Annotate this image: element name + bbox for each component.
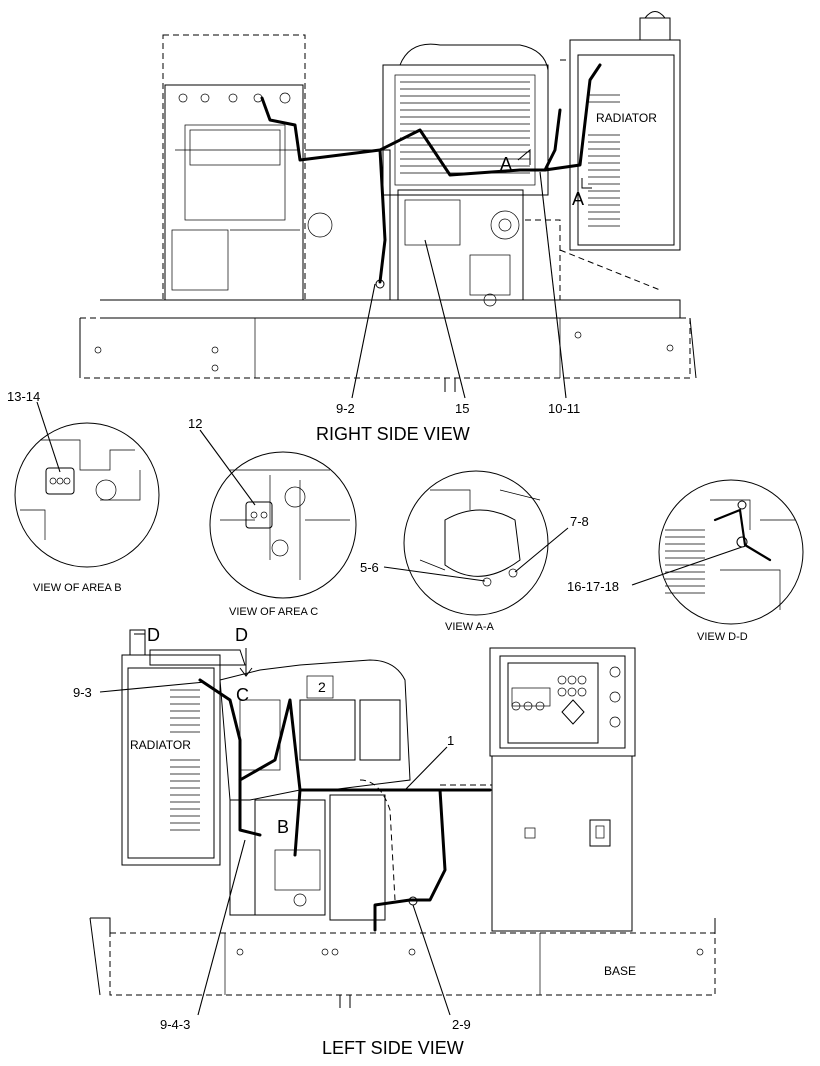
view-area-b-title: VIEW OF AREA B bbox=[33, 582, 122, 594]
leader-9-3 bbox=[99, 681, 206, 693]
callout-12: 12 bbox=[188, 416, 202, 431]
section-arrow-a bbox=[517, 148, 531, 165]
section-arrow-a-lower bbox=[581, 178, 592, 189]
radiator-grille-left bbox=[170, 689, 200, 831]
radiator-left: RADIATOR bbox=[121, 629, 246, 866]
detail-view-area-c: 12 VIEW OF AREA C bbox=[188, 416, 357, 618]
section-marker-two: 2 bbox=[318, 679, 326, 695]
base-frame-top bbox=[79, 299, 697, 392]
connector-9-2 bbox=[375, 279, 385, 289]
detail-view-d-d: 16-17-18 VIEW D-D bbox=[567, 479, 804, 643]
view-a-a-title: VIEW A-A bbox=[445, 621, 495, 633]
leader-15 bbox=[424, 239, 466, 399]
leader-9-2 bbox=[351, 283, 376, 399]
left-side-view-title: LEFT SIDE VIEW bbox=[322, 1038, 464, 1058]
callout-9-3: 9-3 bbox=[73, 685, 92, 700]
radiator-right: RADIATOR bbox=[559, 11, 681, 291]
section-marker-a-lower: A bbox=[572, 189, 584, 209]
callout-1: 1 bbox=[447, 733, 454, 748]
callout-15: 15 bbox=[455, 401, 469, 416]
left-side-view: BASE RADIATOR bbox=[73, 625, 716, 1058]
callout-9-2: 9-2 bbox=[336, 401, 355, 416]
callout-2-9: 2-9 bbox=[452, 1017, 471, 1032]
right-side-view: RADIATOR A A 9-2 15 10-11 RIGHT SIDE VIE… bbox=[79, 11, 697, 444]
wiring-harness-right bbox=[260, 63, 602, 284]
right-side-view-title: RIGHT SIDE VIEW bbox=[316, 424, 470, 444]
base-label: BASE bbox=[604, 964, 636, 978]
callout-13-14: 13-14 bbox=[7, 389, 40, 404]
leader-2-9 bbox=[412, 904, 451, 1016]
callout-5-6: 5-6 bbox=[360, 560, 379, 575]
section-marker-d-left: D bbox=[147, 625, 160, 645]
view-area-c-title: VIEW OF AREA C bbox=[229, 606, 318, 618]
callout-7-8: 7-8 bbox=[570, 514, 589, 529]
section-arrow-d-right bbox=[239, 648, 253, 677]
wiring-harness-left bbox=[198, 678, 492, 932]
radiator-label-right: RADIATOR bbox=[596, 111, 657, 125]
view-d-d-title: VIEW D-D bbox=[697, 631, 748, 643]
detail-view-a-a: 5-6 7-8 VIEW A-A bbox=[360, 470, 589, 633]
detail-view-area-b: 13-14 VIEW OF AREA B bbox=[7, 389, 160, 594]
leader-10-11 bbox=[539, 171, 567, 399]
engine-right bbox=[305, 43, 561, 307]
base-frame-bottom: BASE bbox=[89, 917, 716, 1008]
callout-9-4-3: 9-4-3 bbox=[160, 1017, 190, 1032]
section-marker-b: B bbox=[277, 817, 289, 837]
radiator-label-left: RADIATOR bbox=[130, 738, 191, 752]
section-marker-a-upper: A bbox=[500, 154, 512, 174]
leader-1 bbox=[404, 746, 448, 791]
callout-10-11: 10-11 bbox=[548, 401, 580, 416]
callout-16-17-18: 16-17-18 bbox=[567, 579, 619, 594]
radiator-grille-right bbox=[588, 94, 620, 227]
control-enclosure-right bbox=[162, 34, 306, 301]
leader-9-4-3 bbox=[197, 839, 246, 1016]
section-marker-c: C bbox=[236, 685, 249, 705]
section-marker-d-right: D bbox=[235, 625, 248, 645]
control-panel-left bbox=[440, 647, 636, 932]
